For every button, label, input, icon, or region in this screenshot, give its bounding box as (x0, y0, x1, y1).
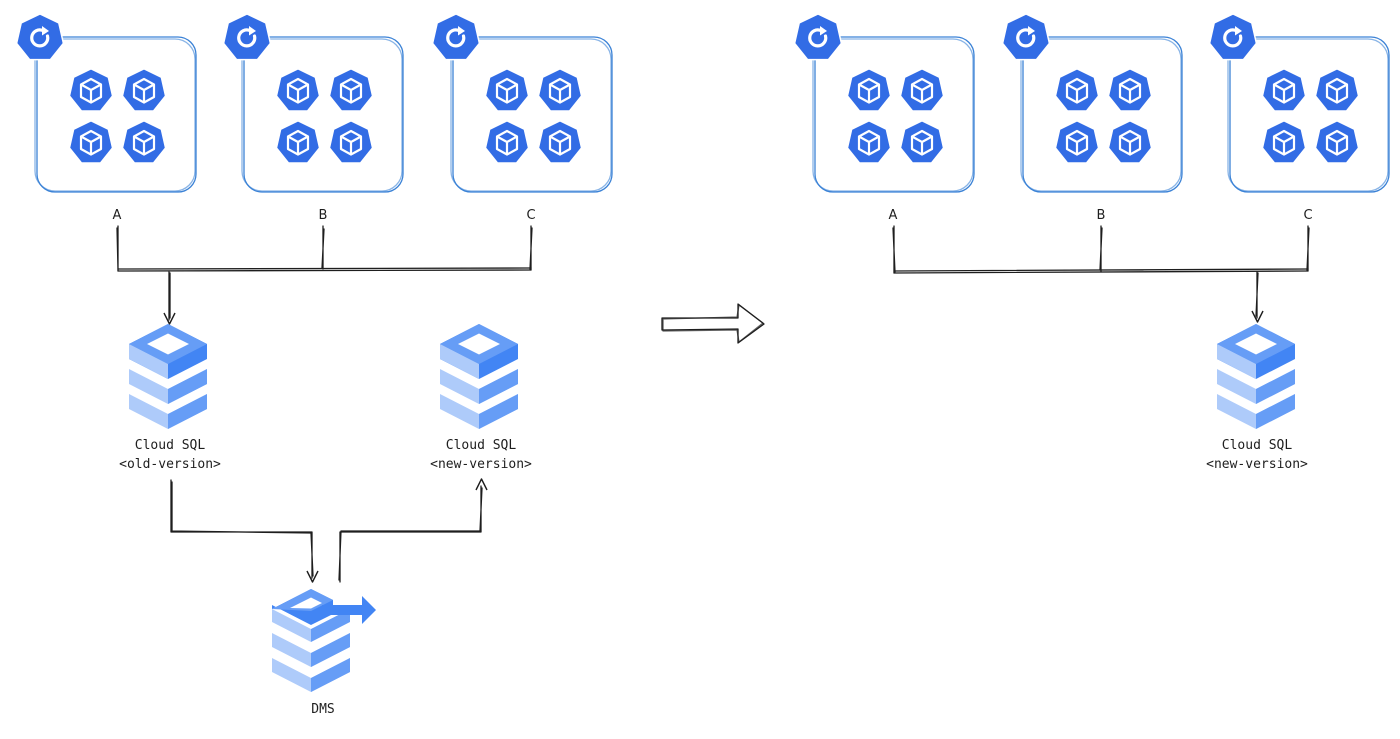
cluster-label-b: B (1097, 208, 1106, 223)
pod-icon (121, 119, 167, 164)
migration-connectors (170, 478, 488, 583)
cluster-b[interactable] (222, 12, 404, 193)
kubernetes-helm-icon (222, 12, 272, 62)
pod-icon (1107, 119, 1153, 164)
cluster-c[interactable] (431, 12, 613, 193)
pod-icon (1261, 119, 1307, 164)
pod-icon (1314, 119, 1360, 164)
cluster-a[interactable] (792, 12, 975, 193)
database-migration-service-icon (272, 589, 376, 692)
cloud-sql-new[interactable]: Cloud SQL <new-version> (430, 324, 532, 472)
db-version: <new-version> (430, 457, 532, 472)
db-name: Cloud SQL (1222, 438, 1293, 453)
cloud-sql-icon (1217, 324, 1295, 429)
cluster-label-c: C (526, 208, 535, 223)
db-name: Cloud SQL (135, 438, 206, 453)
cluster-label-c: C (1303, 208, 1312, 223)
right-arrow-icon (661, 303, 765, 344)
cloud-sql-new[interactable]: Cloud SQL <new-version> (1206, 324, 1308, 472)
kubernetes-helm-icon (1000, 12, 1052, 62)
pod-icon (899, 67, 945, 112)
db-version: <old-version> (119, 457, 221, 472)
dms-label: DMS (311, 702, 334, 717)
pod-grid (68, 67, 167, 164)
pod-grid (846, 67, 945, 164)
cloud-sql-icon (129, 324, 207, 429)
pod-icon (1054, 67, 1100, 112)
pod-icon (1314, 67, 1360, 112)
pod-icon (484, 119, 530, 164)
pod-grid (275, 67, 374, 164)
pod-icon (328, 119, 374, 164)
db-name: Cloud SQL (446, 438, 517, 453)
pod-icon (275, 67, 321, 112)
pod-grid (1261, 67, 1360, 164)
arrowhead (163, 312, 176, 325)
arrowhead (306, 570, 319, 583)
kubernetes-helm-icon (15, 12, 66, 62)
arrowhead (475, 478, 488, 491)
db-version: <new-version> (1206, 457, 1308, 472)
pod-icon (846, 119, 892, 164)
cluster-c[interactable] (1207, 12, 1390, 193)
before-state: A B C Cloud SQL <old-version> Cloud SQL … (15, 12, 613, 717)
pod-icon (484, 67, 530, 112)
cluster-label-b: B (319, 208, 328, 223)
pod-icon (537, 119, 583, 164)
cluster-label-a: A (889, 208, 898, 223)
cluster-label-a: A (113, 208, 122, 223)
cloud-sql-old[interactable]: Cloud SQL <old-version> (119, 324, 221, 472)
pod-grid (484, 67, 583, 164)
cluster-box (36, 36, 197, 193)
cloud-sql-icon (440, 324, 518, 429)
pod-icon (121, 67, 167, 112)
cluster-b[interactable] (1000, 12, 1183, 193)
pod-icon (68, 67, 114, 112)
cluster-connectors (116, 225, 533, 325)
arrowhead (1251, 310, 1264, 323)
pod-icon (1054, 119, 1100, 164)
kubernetes-helm-icon (1207, 12, 1259, 62)
dms[interactable]: DMS (272, 589, 376, 717)
pod-icon (899, 119, 945, 164)
pod-icon (846, 67, 892, 112)
pod-icon (68, 119, 114, 164)
pod-grid (1054, 67, 1153, 164)
pod-icon (1107, 67, 1153, 112)
pod-icon (537, 67, 583, 112)
cluster-a[interactable] (15, 12, 197, 193)
kubernetes-helm-icon (431, 12, 481, 62)
pod-icon (275, 119, 321, 164)
after-state: A B C Cloud SQL <new-version> (792, 12, 1390, 472)
kubernetes-helm-icon (792, 12, 844, 62)
pod-icon (328, 67, 374, 112)
pod-icon (1261, 67, 1307, 112)
cluster-connectors (892, 225, 1310, 323)
